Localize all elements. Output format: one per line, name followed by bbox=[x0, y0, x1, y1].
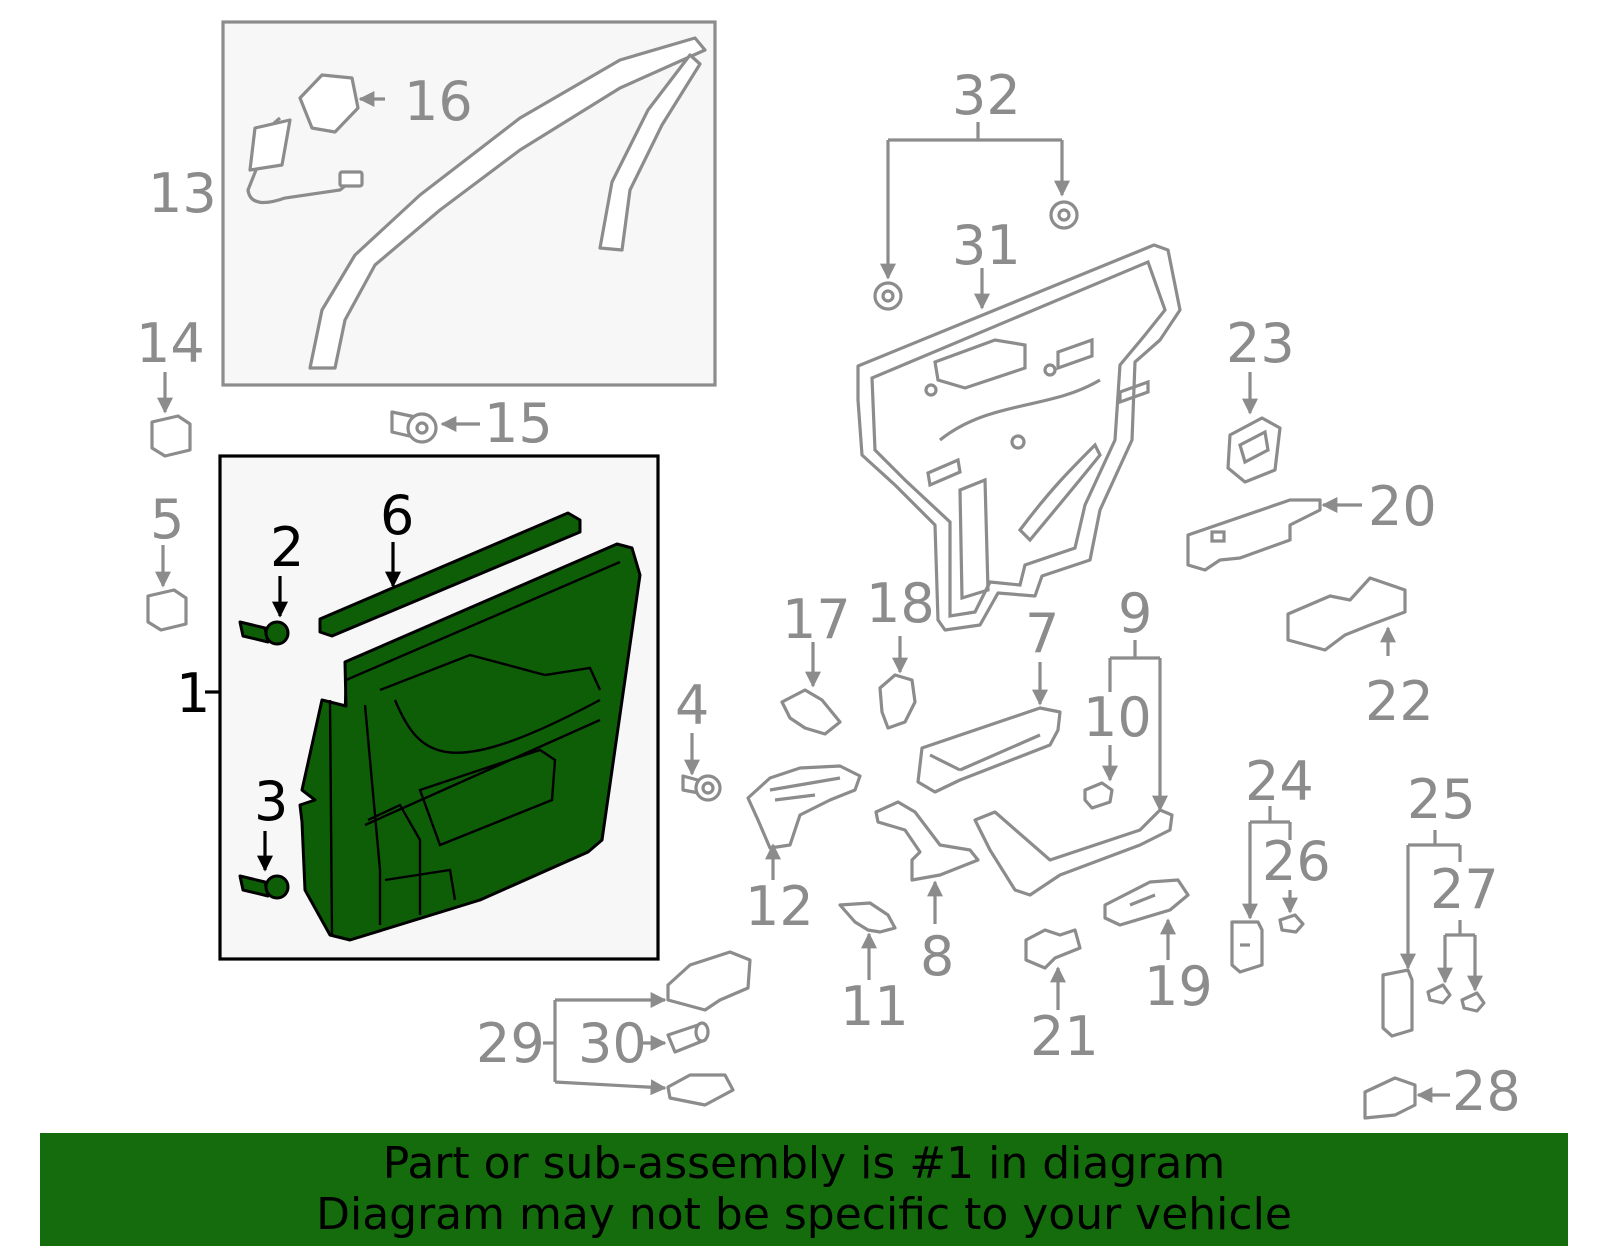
bolt-3 bbox=[238, 874, 290, 900]
screw-26 bbox=[1278, 890, 1305, 934]
label-22: 22 bbox=[1365, 670, 1434, 733]
label-28: 28 bbox=[1452, 1060, 1521, 1123]
cover-17 bbox=[780, 642, 842, 736]
label-30: 30 bbox=[578, 1012, 647, 1075]
nut-32 bbox=[873, 122, 1079, 311]
label-18: 18 bbox=[866, 572, 935, 635]
switch-25 bbox=[1381, 830, 1462, 1038]
label-13: 13 bbox=[148, 162, 217, 225]
label-5: 5 bbox=[150, 488, 184, 551]
label-23: 23 bbox=[1226, 312, 1295, 375]
label-17: 17 bbox=[782, 588, 851, 651]
switch-24 bbox=[1230, 806, 1292, 974]
bracket-29 bbox=[543, 950, 752, 1107]
label-29: 29 bbox=[476, 1012, 545, 1075]
window-run-group-box bbox=[221, 20, 717, 387]
cap-21 bbox=[1024, 928, 1082, 1010]
label-32: 32 bbox=[952, 64, 1021, 127]
label-31: 31 bbox=[952, 214, 1021, 277]
label-20: 20 bbox=[1368, 475, 1437, 538]
armrest-7 bbox=[916, 662, 1062, 794]
trim-9 bbox=[973, 640, 1174, 897]
clip-15 bbox=[390, 410, 480, 444]
clip-4 bbox=[681, 733, 722, 802]
label-21: 21 bbox=[1030, 1005, 1099, 1068]
label-25: 25 bbox=[1407, 768, 1476, 831]
label-8: 8 bbox=[920, 925, 954, 988]
label-11: 11 bbox=[840, 975, 909, 1038]
window-channel-run bbox=[308, 36, 707, 370]
label-9: 9 bbox=[1118, 582, 1152, 645]
label-1: 1 bbox=[176, 662, 210, 725]
panel-19 bbox=[1103, 878, 1190, 960]
screw-27 bbox=[1426, 920, 1486, 1013]
label-15: 15 bbox=[484, 392, 553, 455]
pull-handle-8 bbox=[874, 800, 980, 924]
label-24: 24 bbox=[1245, 750, 1314, 813]
handle-12 bbox=[746, 764, 862, 880]
banner-line-2: Diagram may not be specific to your vehi… bbox=[316, 1189, 1292, 1240]
door-panel-box bbox=[205, 454, 660, 961]
label-27: 27 bbox=[1430, 858, 1499, 921]
door-belt-strip bbox=[318, 511, 582, 638]
clip-5 bbox=[146, 545, 188, 632]
clip-10 bbox=[1083, 745, 1118, 810]
label-19: 19 bbox=[1144, 955, 1213, 1018]
spacer-30 bbox=[640, 1021, 710, 1054]
bracket-28 bbox=[1363, 1076, 1450, 1120]
cover-18 bbox=[878, 636, 917, 730]
window-channel-rear bbox=[598, 53, 702, 252]
label-26: 26 bbox=[1262, 830, 1331, 893]
label-16: 16 bbox=[404, 70, 473, 133]
banner-line-1: Part or sub-assembly is #1 in diagram bbox=[382, 1138, 1226, 1189]
label-14: 14 bbox=[136, 312, 205, 375]
switch-23 bbox=[1226, 372, 1282, 484]
label-6: 6 bbox=[380, 484, 414, 547]
bezel-11 bbox=[838, 901, 897, 980]
label-10: 10 bbox=[1083, 686, 1152, 749]
label-7: 7 bbox=[1025, 602, 1059, 665]
label-12: 12 bbox=[745, 875, 814, 938]
bracket-22 bbox=[1286, 576, 1407, 656]
switch-panel-20 bbox=[1186, 497, 1362, 572]
label-2: 2 bbox=[270, 516, 304, 579]
door-trim-panel bbox=[298, 542, 642, 942]
water-shield bbox=[856, 243, 1182, 632]
clip-14 bbox=[150, 372, 192, 458]
label-3: 3 bbox=[254, 770, 288, 833]
window-motor bbox=[298, 73, 360, 134]
bolt-2 bbox=[238, 620, 290, 646]
info-banner: Part or sub-assembly is #1 in diagram Di… bbox=[40, 1133, 1568, 1246]
label-4: 4 bbox=[675, 674, 709, 737]
